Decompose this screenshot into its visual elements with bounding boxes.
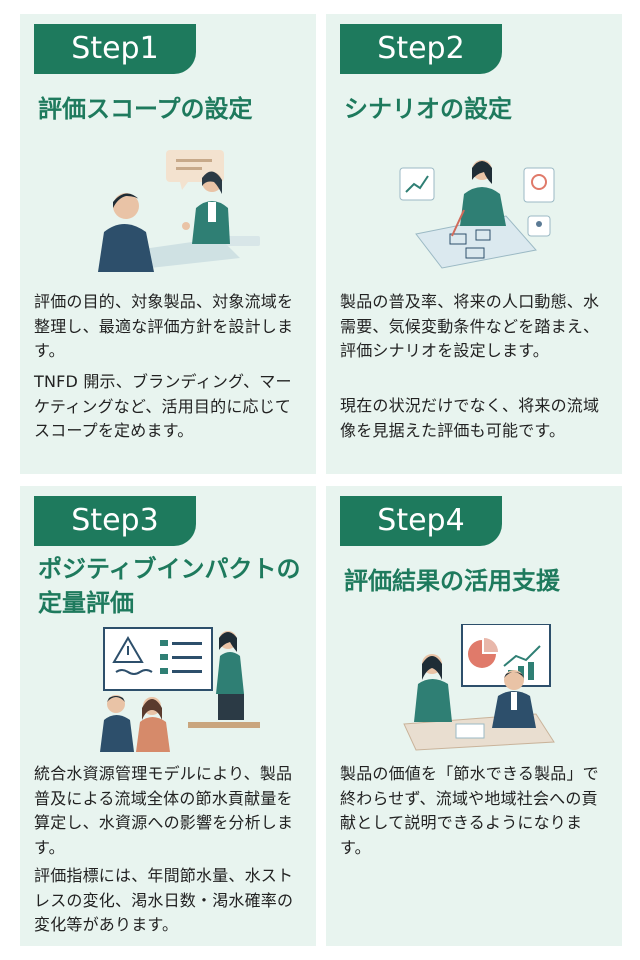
scenario-planning-illustration: [399, 160, 555, 269]
step-card-3: Step3 ポジティブインパクトの定量評価 統合水資源管理モデルにより、製品普及…: [20, 486, 316, 946]
step-title: ポジティブインパクトの定量評価: [38, 555, 301, 617]
step-title: 評価結果の活用支援: [344, 567, 560, 595]
step-card-2: Step2 シナリオの設定 製品の普及率、将来の人口動態、水需要、気候変動条件な…: [326, 14, 622, 474]
step-description: 製品の価値を「節水できる製品」で終わらせず、流域や地域社会への貢献として説明でき…: [340, 764, 599, 857]
step-label: Step3: [34, 496, 196, 546]
consultation-meeting-illustration: [98, 150, 260, 272]
presentation-illustration: [100, 627, 260, 752]
step-label: Step4: [340, 496, 502, 546]
step-title: シナリオの設定: [344, 95, 512, 123]
step-card-4: Step4 評価結果の活用支援 製品の価値を「節水できる製品」で終わらせず、流域…: [326, 486, 622, 946]
results-discussion-illustration: [403, 624, 555, 751]
step-label: Step1: [34, 24, 196, 74]
step-description: 統合水資源管理モデルにより、製品普及による流域全体の節水貢献量を算定し、水資源へ…: [34, 764, 294, 857]
step-description: 製品の普及率、将来の人口動態、水需要、気候変動条件などを踏まえ、評価シナリオを設…: [340, 292, 600, 360]
step-description: 評価の目的、対象製品、対象流域を整理し、最適な評価方針を設計します。: [34, 292, 294, 360]
step-description: 現在の状況だけでなく、将来の流域像を見据えた評価も可能です。: [340, 396, 600, 440]
step-label: Step2: [340, 24, 502, 74]
step-description: 評価指標には、年間節水量、水ストレスの変化、渇水日数・渇水確率の変化等があります…: [34, 866, 294, 934]
step-title: 評価スコープの設定: [38, 95, 253, 123]
step-card-1: Step1 評価スコープの設定 評価の目的、対象製品、対象流域を整理し、最適な評…: [20, 14, 316, 474]
step-description: TNFD 開示、ブランディング、マーケティングなど、活用目的に応じてスコープを定…: [34, 372, 292, 440]
